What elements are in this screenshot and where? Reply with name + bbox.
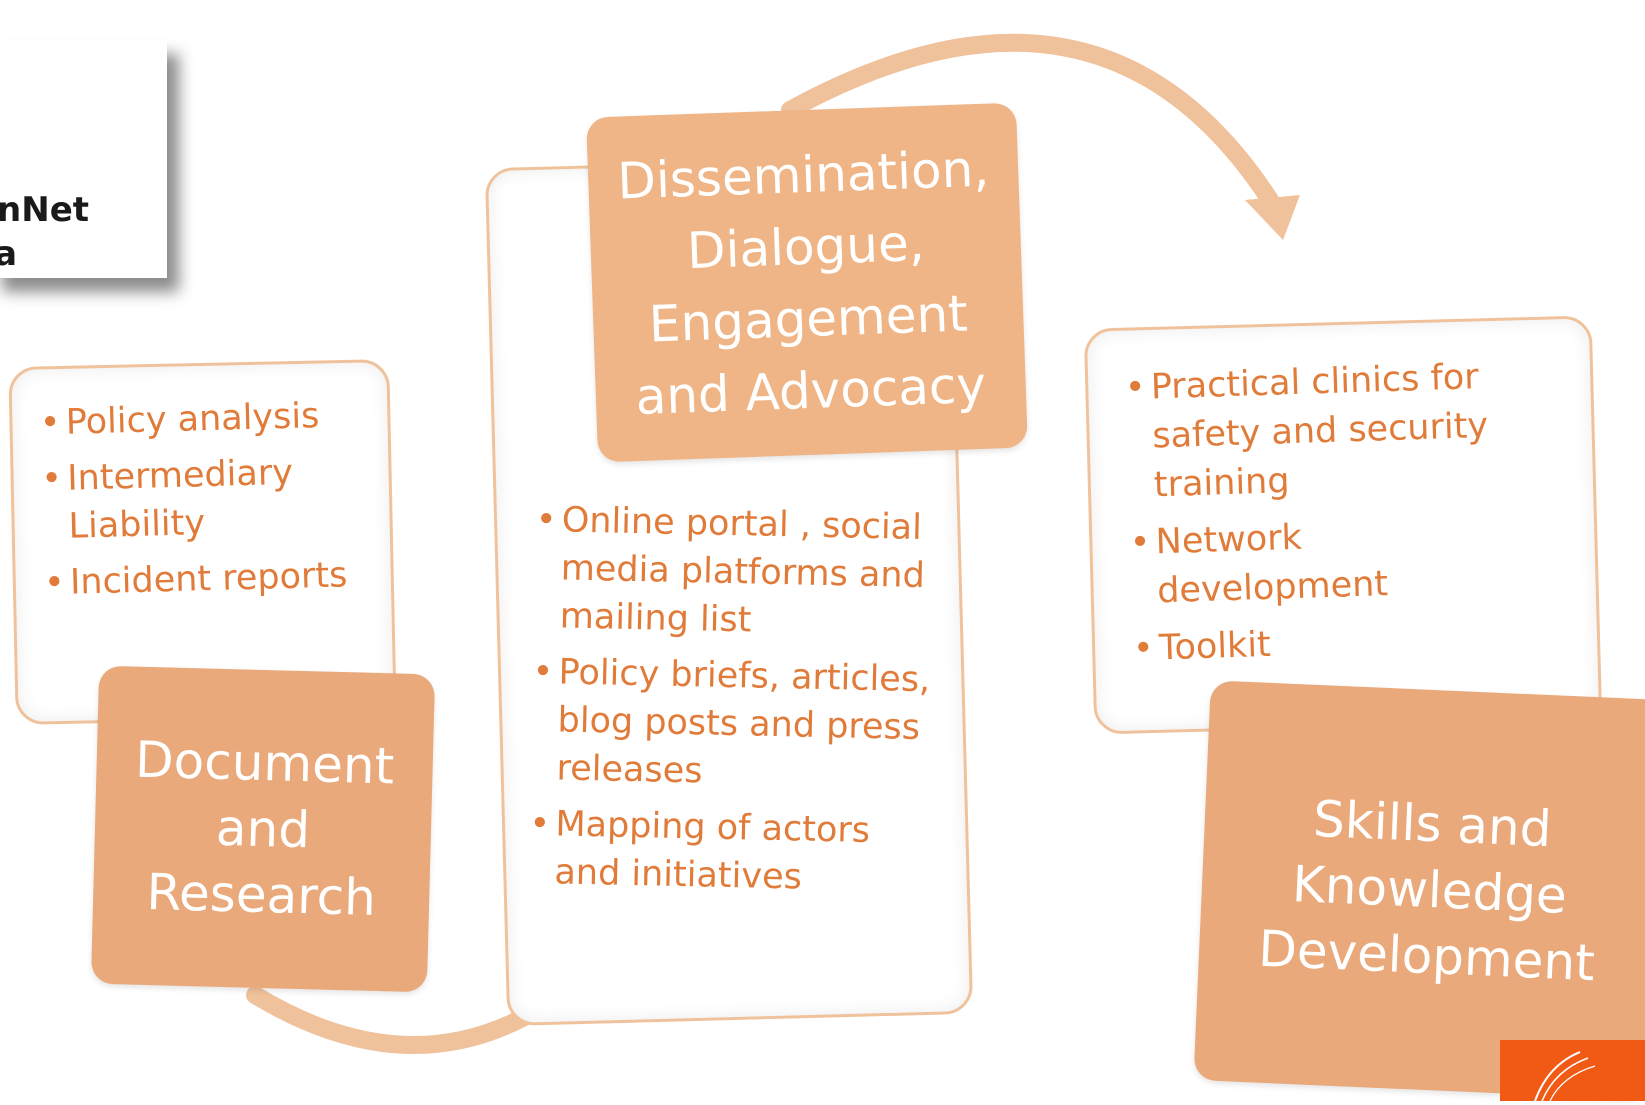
document-research-title-box: Document and Research	[90, 665, 436, 993]
organization-logo: enNet ca	[0, 188, 89, 276]
list-item: Policy analysis	[37, 391, 378, 448]
list-item: Practical clinics for safety and securit…	[1122, 352, 1526, 511]
list-item: Incident reports	[41, 551, 382, 608]
list-item: Intermediary Liability	[39, 447, 381, 552]
skills-list: Practical clinics for safety and securit…	[1122, 352, 1532, 682]
corner-brand-logo	[1500, 1040, 1645, 1102]
dissemination-title: Dissemination, Dialogue, Engagement and …	[616, 139, 991, 426]
arrow-top-head	[1245, 195, 1300, 240]
dissemination-title-box: Dissemination, Dialogue, Engagement and …	[586, 102, 1028, 463]
document-research-title: Document and Research	[134, 730, 395, 927]
list-item: Network development	[1127, 507, 1530, 618]
list-item: Toolkit	[1130, 613, 1531, 675]
list-item: Policy briefs, articles, blog posts and …	[528, 648, 931, 800]
dissemination-list: Online portal , social media platforms a…	[526, 496, 934, 912]
logo-text-line2: ca	[0, 234, 18, 274]
skills-title: Skills and Knowledge Development	[1257, 789, 1597, 993]
skills-title-box: Skills and Knowledge Development	[1193, 680, 1645, 1100]
brand-swoosh-icon	[1534, 1051, 1596, 1102]
organization-logo-card: enNet ca	[0, 40, 167, 278]
list-item: Online portal , social media platforms a…	[531, 496, 934, 648]
arrow-top-curve	[781, 33, 1279, 209]
document-research-list: Policy analysis Intermediary Liability I…	[37, 391, 383, 616]
list-item: Mapping of actors and initiatives	[526, 800, 928, 904]
logo-text-line1: enNet	[0, 190, 90, 230]
